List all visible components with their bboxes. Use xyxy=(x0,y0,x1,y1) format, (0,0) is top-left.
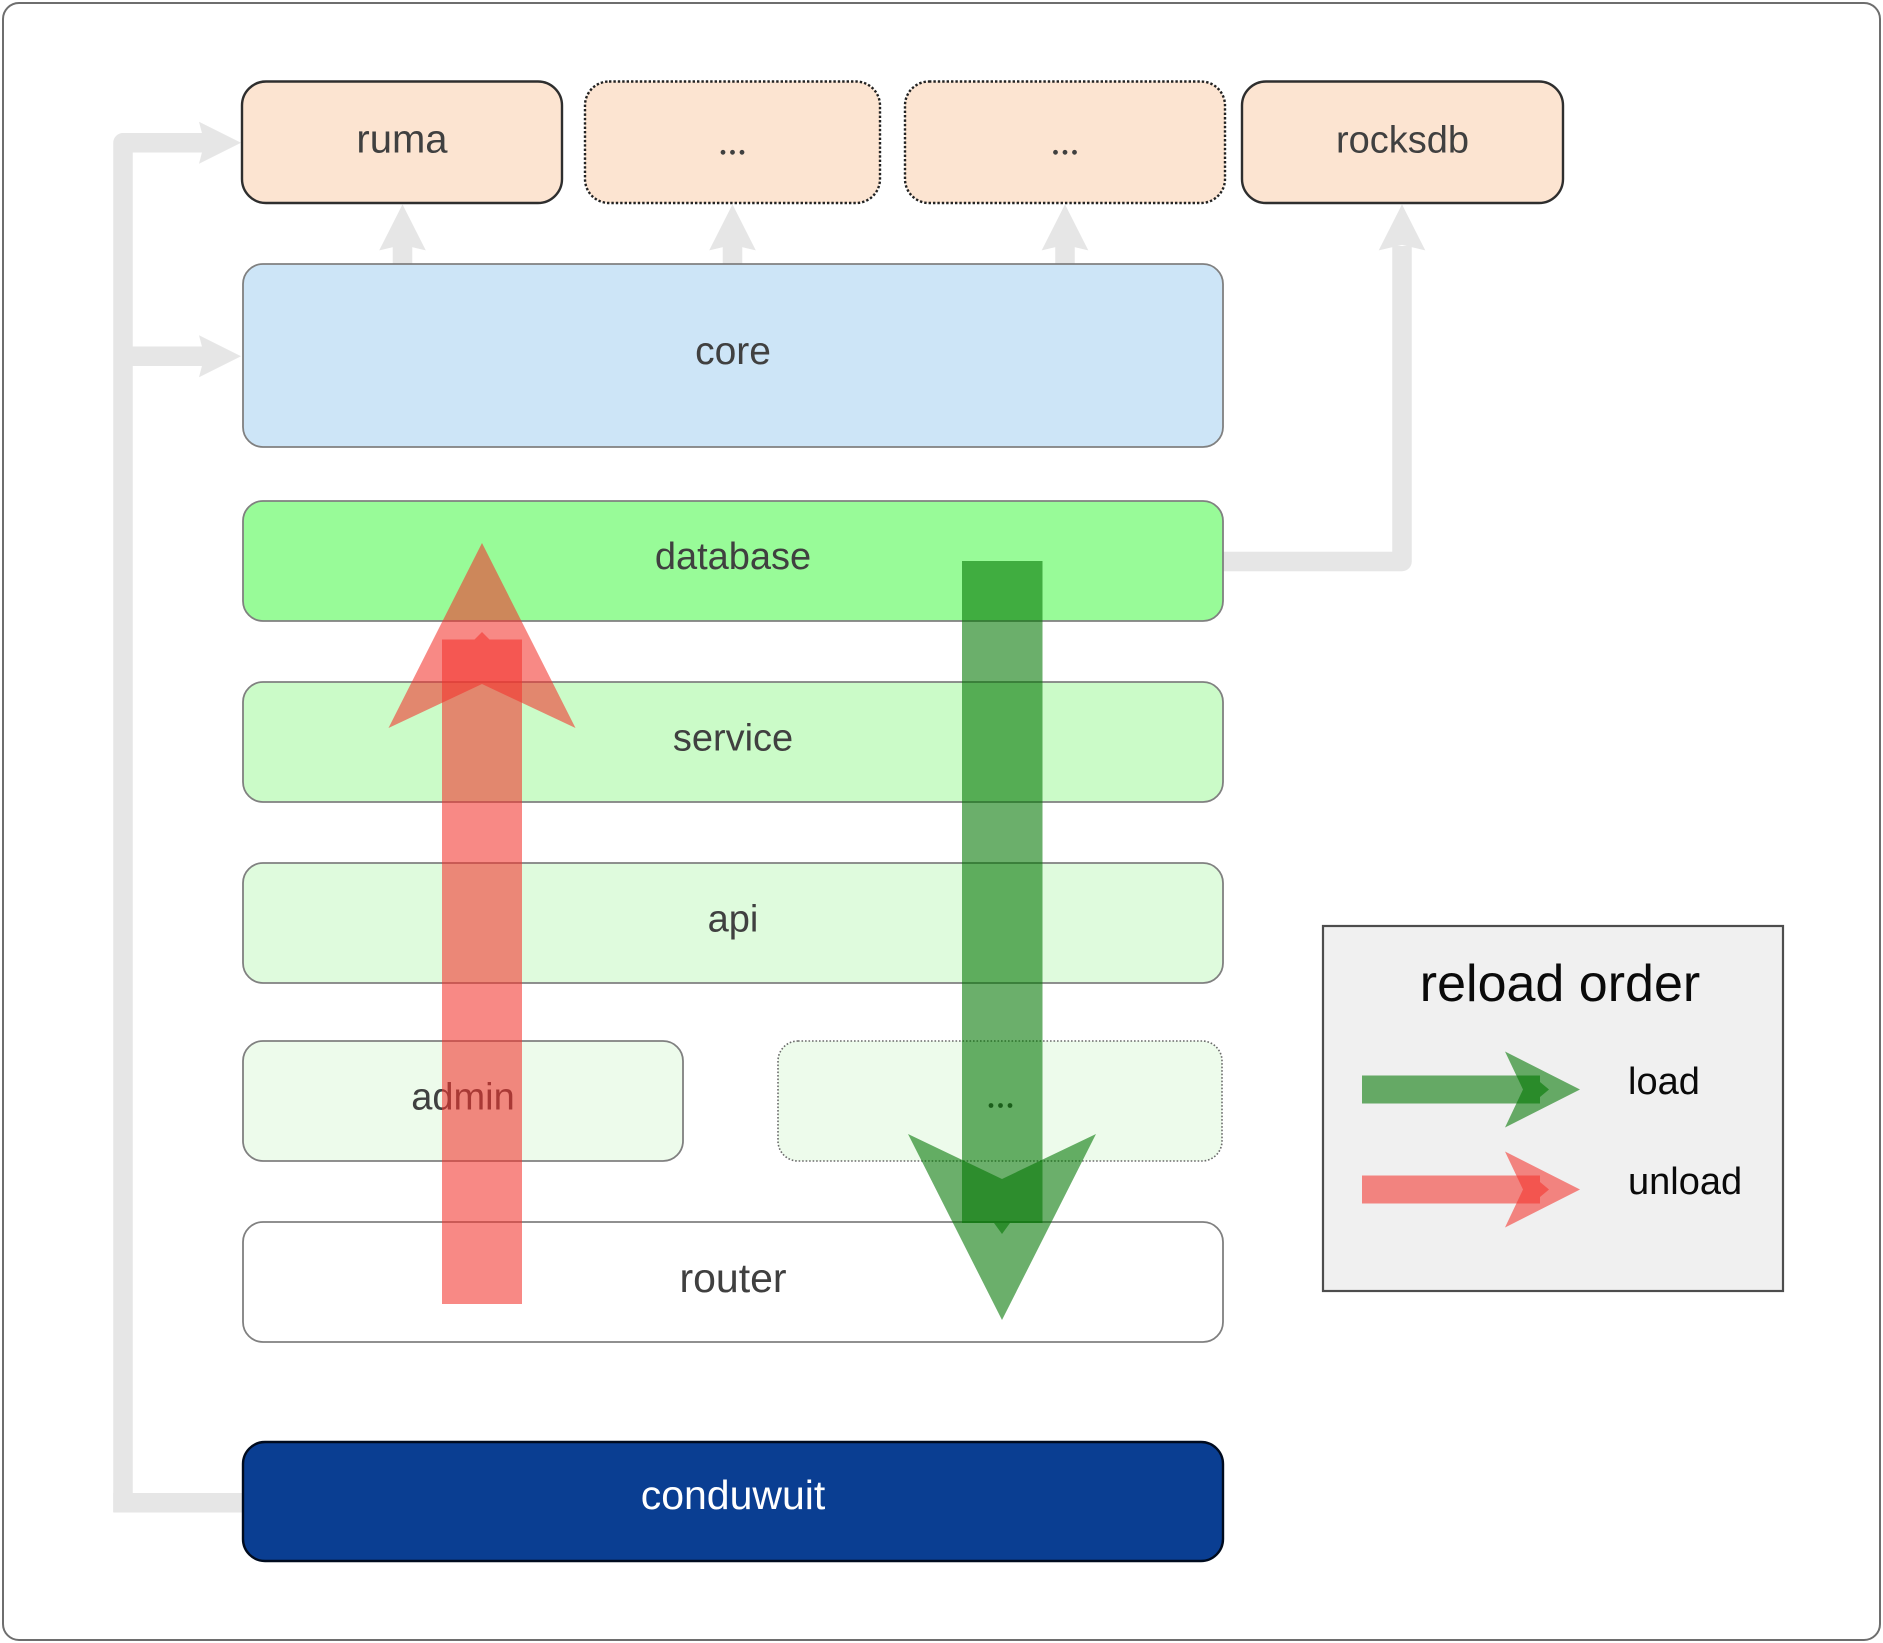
svg-text:ruma: ruma xyxy=(356,118,448,162)
svg-text:rocksdb: rocksdb xyxy=(1336,120,1469,162)
svg-text:service: service xyxy=(673,718,793,760)
svg-text:core: core xyxy=(695,330,771,373)
svg-text:reload order: reload order xyxy=(1420,955,1700,1013)
svg-text:conduwuit: conduwuit xyxy=(641,1472,826,1518)
svg-text:unload: unload xyxy=(1628,1161,1742,1203)
svg-text:api: api xyxy=(708,899,759,941)
svg-text:database: database xyxy=(655,536,811,578)
svg-text:router: router xyxy=(679,1255,786,1301)
svg-text:load: load xyxy=(1628,1061,1700,1103)
